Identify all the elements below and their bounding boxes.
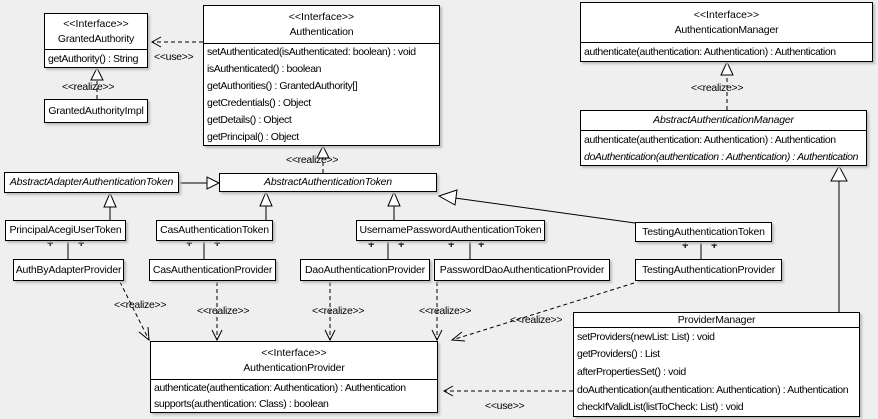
method-entry: getAuthority() : String [48, 52, 139, 65]
method-entry: setProviders(newList: List) : void [577, 330, 715, 343]
class-name: CasAuthenticationProvider [152, 263, 273, 276]
class-authentication-provider[interactable]: <<Interface>> AuthenticationProvider aut… [150, 341, 438, 413]
realize-label: <<realize>> [114, 299, 167, 311]
multiplicity-plus: + [448, 239, 455, 251]
class-authentication-manager[interactable]: <<Interface>> AuthenticationManager auth… [580, 2, 873, 62]
class-name: UsernamePasswordAuthenticationToken [359, 224, 542, 236]
method-entry: checkIfValidList(listToCheck: List) : vo… [577, 401, 744, 414]
method-entry: setAuthenticated(isAuthenticated: boolea… [207, 46, 416, 59]
generalize-edge-abstractadapter [179, 176, 221, 190]
class-abstract-adapter-authentication-token[interactable]: AbstractAdapterAuthenticationToken [4, 172, 179, 193]
realize-label: <<realize>> [691, 82, 744, 94]
multiplicity-plus: + [186, 238, 193, 250]
generalize-edge-casauthenticationtoken [259, 190, 273, 220]
method-entry: getDetails() : Object [207, 113, 292, 126]
class-password-dao-authentication-provider[interactable]: PasswordDaoAuthenticationProvider [434, 259, 610, 281]
method-entry: authenticate(authentication: Authenticat… [584, 46, 836, 58]
method-entry: getCredentials() : Object [207, 96, 311, 109]
stereotype: <<Interface>> [693, 8, 760, 21]
use-label: <<use>> [154, 51, 194, 63]
method-entry: authenticate(authentication: Authenticat… [154, 382, 406, 394]
multiplicity-plus: + [398, 239, 405, 251]
class-name: TestingAuthenticationProvider [641, 263, 776, 276]
class-cas-authentication-token[interactable]: CasAuthenticationToken [156, 220, 273, 241]
stereotype: <<Interface>> [261, 346, 327, 359]
class-name: DaoAuthenticationProvider [305, 263, 425, 276]
class-name: CasAuthenticationToken [160, 224, 269, 236]
generalize-edge-usernamepasswordtoken [387, 190, 401, 220]
class-name: AuthenticationManager [674, 23, 779, 36]
method-entry: doAuthentication(authentication: Authent… [577, 383, 849, 396]
class-name: AbstractAdapterAuthenticationToken [9, 176, 174, 188]
realize-label: <<realize>> [510, 314, 563, 326]
class-name: AuthByAdapterProvider [15, 263, 122, 276]
class-principal-acegi-user-token[interactable]: PrincipalAcegiUserToken [5, 220, 126, 241]
multiplicity-plus: + [214, 238, 221, 250]
method-entry-abstract: doAuthentication(authentication : Authen… [584, 150, 859, 163]
multiplicity-plus: + [368, 239, 375, 251]
class-dao-authentication-provider[interactable]: DaoAuthenticationProvider [300, 259, 430, 281]
class-name: AuthenticationProvider [243, 361, 345, 374]
class-name: AbstractAuthenticationManager [653, 114, 794, 126]
stereotype: <<Interface>> [63, 17, 129, 30]
class-provider-manager[interactable]: ProviderManager setProviders(newList: Li… [573, 312, 860, 417]
multiplicity-plus: + [478, 239, 485, 251]
method-entry: afterPropertiesSet() : void [577, 365, 686, 378]
generalize-edge-providermanager [830, 164, 848, 312]
class-testing-authentication-token[interactable]: TestingAuthenticationToken [635, 222, 772, 242]
realize-label: <<realize>> [312, 305, 365, 317]
use-edge-providermanager [442, 385, 573, 397]
realize-label: <<realize>> [286, 154, 339, 166]
use-label: <<use>> [485, 400, 525, 412]
stereotype: <<Interface>> [288, 10, 355, 23]
class-name: Authentication [289, 25, 354, 38]
class-abstract-authentication-token[interactable]: AbstractAuthenticationToken [219, 173, 437, 192]
class-name: PrincipalAcegiUserToken [9, 224, 122, 236]
class-testing-authentication-provider[interactable]: TestingAuthenticationProvider [635, 259, 782, 281]
class-abstract-authentication-manager[interactable]: AbstractAuthenticationManager authentica… [580, 110, 867, 166]
multiplicity-plus: + [682, 240, 689, 252]
class-name: TestingAuthenticationToken [642, 225, 765, 238]
method-entry: getAuthorities() : GrantedAuthority[] [207, 80, 358, 93]
class-name: GrantedAuthority [57, 32, 135, 45]
realize-label: <<realize>> [62, 81, 115, 93]
class-name: PasswordDaoAuthenticationProvider [439, 263, 605, 276]
method-entry: getProviders() : List [577, 348, 660, 361]
multiplicity-plus: + [47, 238, 54, 250]
method-entry: supports(authentication: Class) : boolea… [154, 398, 329, 410]
class-name: GrantedAuthorityImpl [48, 104, 144, 117]
class-granted-authority-impl[interactable]: GrantedAuthorityImpl [44, 99, 148, 123]
method-entry: getPrincipal() : Object [207, 130, 299, 143]
multiplicity-plus: + [78, 238, 85, 250]
class-name: ProviderManager [677, 314, 756, 326]
realize-edge-authbyadapterprovider [119, 281, 150, 342]
multiplicity-plus: + [711, 240, 718, 252]
method-entry: isAuthenticated() : boolean [207, 63, 322, 76]
class-username-password-authentication-token[interactable]: UsernamePasswordAuthenticationToken [356, 220, 545, 241]
realize-label: <<realize>> [197, 305, 250, 317]
generalize-edge-testingauthenticationtoken [437, 189, 636, 224]
class-auth-by-adapter-provider[interactable]: AuthByAdapterProvider [13, 259, 124, 281]
method-entry: authenticate(authentication: Authenticat… [584, 133, 836, 146]
class-granted-authority[interactable]: <<Interface>> GrantedAuthority getAuthor… [44, 13, 148, 68]
realize-label: <<realize>> [419, 305, 472, 317]
use-edge-authentication-grantedauthority [150, 36, 203, 48]
class-name: AbstractAuthenticationToken [264, 176, 392, 188]
generalize-edge-principalacegiusertoken [103, 191, 117, 220]
class-cas-authentication-provider[interactable]: CasAuthenticationProvider [149, 259, 276, 281]
class-authentication[interactable]: <<Interface>> Authentication setAuthenti… [203, 5, 440, 146]
